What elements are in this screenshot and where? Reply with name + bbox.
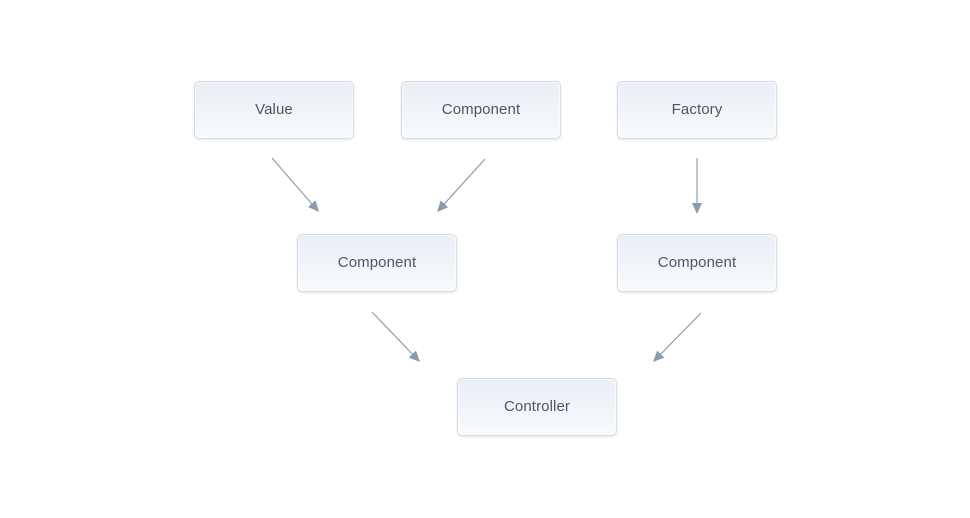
arrow-value-to-component-mid-left [271, 157, 319, 212]
node-label: Value [255, 101, 293, 118]
arrow-head [692, 203, 702, 214]
arrow-line [441, 158, 486, 207]
arrow-head [653, 350, 665, 362]
node-label: Component [337, 254, 417, 271]
node-factory[interactable]: Factory [617, 81, 777, 139]
arrow-line [371, 311, 415, 357]
node-label: Component [441, 101, 521, 118]
node-label: Component [657, 254, 737, 271]
node-component-mid-left[interactable]: Component [297, 234, 457, 292]
arrow-line [658, 312, 702, 357]
arrow-component-mid-right-to-controller [653, 312, 702, 362]
node-value[interactable]: Value [194, 81, 354, 139]
node-controller[interactable]: Controller [457, 378, 617, 436]
node-label: Controller [503, 398, 571, 415]
arrow-head [308, 200, 319, 212]
arrow-component-mid-left-to-controller [371, 311, 420, 362]
node-component-top[interactable]: Component [401, 81, 561, 139]
arrow-component-top-to-component-mid-left [437, 158, 486, 212]
arrow-line [271, 157, 315, 207]
node-component-mid-right[interactable]: Component [617, 234, 777, 292]
node-label: Factory [671, 101, 723, 118]
arrow-factory-to-component-mid-right [692, 158, 702, 214]
arrow-head [408, 350, 420, 362]
arrow-head [437, 200, 449, 212]
